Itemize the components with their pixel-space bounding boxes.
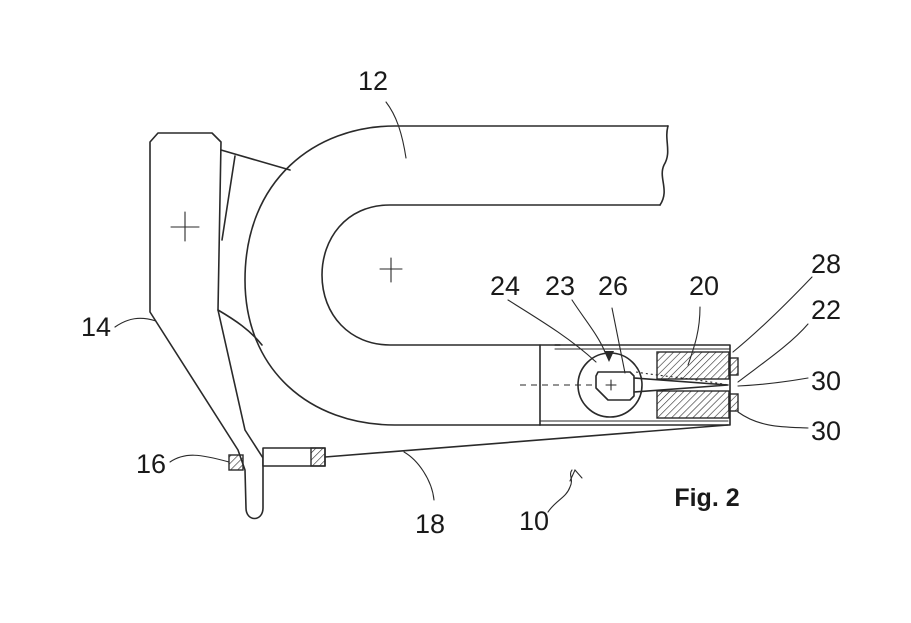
label-20: 20 <box>689 271 719 301</box>
label-26: 26 <box>598 271 628 301</box>
figure-caption: Fig. 2 <box>674 484 739 512</box>
arrowhead-23 <box>604 351 614 362</box>
label-14: 14 <box>81 312 111 342</box>
label-30-lower: 30 <box>811 416 841 446</box>
label-18: 18 <box>415 509 445 539</box>
leader-lines <box>114 101 813 513</box>
label-24: 24 <box>490 271 520 301</box>
label-16: 16 <box>136 449 166 479</box>
label-10: 10 <box>519 506 549 536</box>
reference-labels: 12 14 16 18 10 24 23 26 20 28 22 30 30 F… <box>81 66 841 539</box>
label-22: 22 <box>811 295 841 325</box>
label-23: 23 <box>545 271 575 301</box>
label-30-upper: 30 <box>811 366 841 396</box>
tension-line <box>324 424 729 458</box>
label-28: 28 <box>811 249 841 279</box>
bearing-assembly <box>228 447 326 471</box>
clamp-arm <box>149 132 291 520</box>
label-12: 12 <box>358 66 388 96</box>
sensor-section <box>520 344 739 426</box>
u-shaped-frame <box>244 125 669 426</box>
